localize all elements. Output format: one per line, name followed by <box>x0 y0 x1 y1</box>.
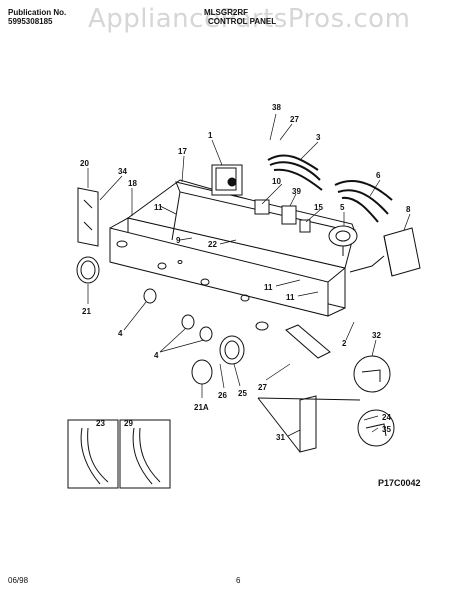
callout-22: 22 <box>208 240 217 249</box>
callout-27b: 27 <box>258 383 267 392</box>
callout-26: 26 <box>218 391 227 400</box>
callout-39: 39 <box>292 187 301 196</box>
callout-11a: 11 <box>154 203 163 212</box>
callout-25: 25 <box>238 389 247 398</box>
callout-10: 10 <box>272 177 281 186</box>
callout-18: 18 <box>128 179 137 188</box>
timer <box>211 164 243 196</box>
switches <box>254 199 311 233</box>
section-title: CONTROL PANEL <box>208 17 277 26</box>
callout-11b: 11 <box>264 283 273 292</box>
callout-23: 23 <box>96 419 105 428</box>
callout-31: 31 <box>276 433 285 442</box>
model-number: MLSGR2RF <box>204 8 248 17</box>
publication-label: Publication No. <box>8 8 67 17</box>
watermark: AppliancePartsPros.com <box>88 4 411 34</box>
callout-labels: 38 27 1 3 17 20 34 18 10 39 6 11 15 5 8 … <box>80 103 411 442</box>
callout-11c: 11 <box>286 293 295 302</box>
leader-lines <box>87 113 411 437</box>
callout-32: 32 <box>372 331 381 340</box>
callout-21a: 21A <box>194 403 209 412</box>
harness-insets <box>67 419 171 489</box>
wire-harness <box>267 154 393 223</box>
callout-9: 9 <box>176 236 181 245</box>
callout-20: 20 <box>80 159 89 168</box>
footer-date: 06/98 <box>8 576 29 585</box>
callout-21: 21 <box>82 307 91 316</box>
callout-15: 15 <box>314 203 323 212</box>
control-module <box>349 227 421 277</box>
callout-24: 24 <box>382 413 391 422</box>
callout-6: 6 <box>376 171 381 180</box>
callout-5: 5 <box>340 203 345 212</box>
callout-3: 3 <box>316 133 321 142</box>
callout-8: 8 <box>406 205 411 214</box>
page-number: 6 <box>236 576 241 585</box>
diagram-code: P17C0042 <box>378 478 421 488</box>
publication-number: 5995308185 <box>8 17 53 26</box>
callout-4a: 4 <box>118 329 123 338</box>
callout-2: 2 <box>342 339 347 348</box>
callout-35: 35 <box>382 425 391 434</box>
pressure-switch <box>328 225 358 256</box>
callout-1: 1 <box>208 131 213 140</box>
callout-34: 34 <box>118 167 127 176</box>
callout-29: 29 <box>124 419 133 428</box>
control-panel <box>109 179 356 359</box>
callout-27: 27 <box>290 115 299 124</box>
callout-17: 17 <box>178 147 187 156</box>
callout-4b: 4 <box>154 351 159 360</box>
callout-38: 38 <box>272 103 281 112</box>
side-bracket <box>77 187 99 247</box>
